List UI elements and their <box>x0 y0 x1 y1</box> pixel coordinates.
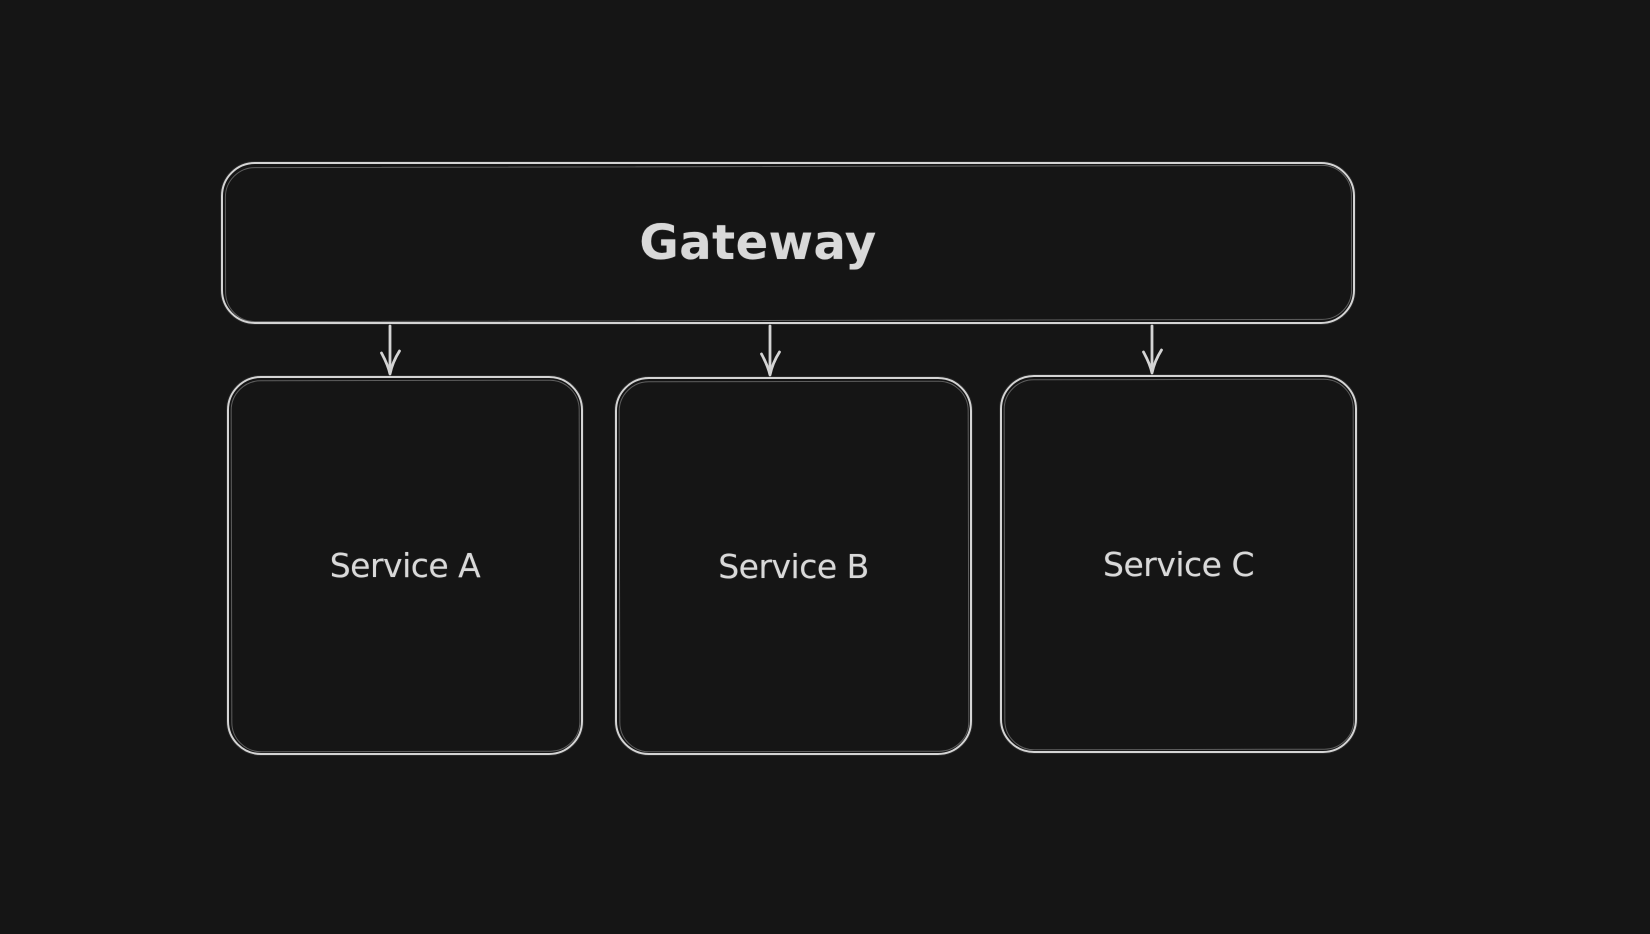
arrow-down-icon <box>1142 348 1163 375</box>
node-service-a-label: Service A <box>329 546 481 585</box>
edge-gateway-to-service-a <box>380 324 401 376</box>
edge-gateway-to-service-c <box>1142 324 1163 375</box>
arrow-down-icon <box>380 349 401 376</box>
node-service-c-label: Service C <box>1103 544 1255 584</box>
node-service-a: Service A <box>227 376 583 755</box>
edge-gateway-to-service-b <box>760 324 781 377</box>
node-gateway: Gateway <box>221 162 1355 324</box>
node-service-b: Service B <box>615 377 972 755</box>
node-service-c: Service C <box>1000 375 1357 753</box>
node-service-b-label: Service B <box>718 546 869 586</box>
node-gateway-label: Gateway <box>639 215 877 271</box>
arrow-down-icon <box>760 350 781 377</box>
